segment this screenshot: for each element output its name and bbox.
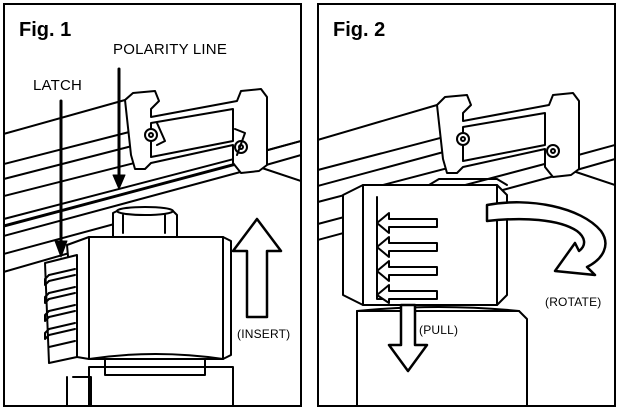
- rotate-label: (ROTATE): [545, 295, 602, 309]
- adapter-knob: [112, 206, 178, 238]
- figure-2-panel: Fig. 2 (PULL) (ROTATE): [317, 3, 616, 407]
- figure-1-illustration: [5, 67, 300, 405]
- fixture-stem: [356, 306, 528, 405]
- track-end-profile: [436, 92, 580, 178]
- fixture-stem: [66, 366, 234, 405]
- adapter-body: [66, 236, 232, 376]
- insert-arrow: [231, 217, 283, 319]
- polarity-line-label: POLARITY LINE: [113, 41, 228, 58]
- pull-arrow: [387, 303, 429, 373]
- figure-title: Fig. 1: [19, 19, 72, 41]
- polarity-ridge: [5, 157, 257, 228]
- pull-label: (PULL): [419, 323, 459, 337]
- figure-2-illustration: [319, 92, 614, 405]
- rotate-arrow: [485, 201, 607, 277]
- figure-title: Fig. 2: [333, 19, 386, 41]
- track-end-profile: [124, 88, 268, 174]
- callout-arrows: [54, 67, 126, 258]
- latch-label: LATCH: [33, 77, 83, 94]
- latch-release-arrows: [376, 212, 438, 304]
- figure-1-panel: Fig. 1 POLARITY LINE LATCH (INSERT): [3, 3, 302, 407]
- insert-label: (INSERT): [237, 327, 291, 341]
- latch-column: [44, 254, 78, 364]
